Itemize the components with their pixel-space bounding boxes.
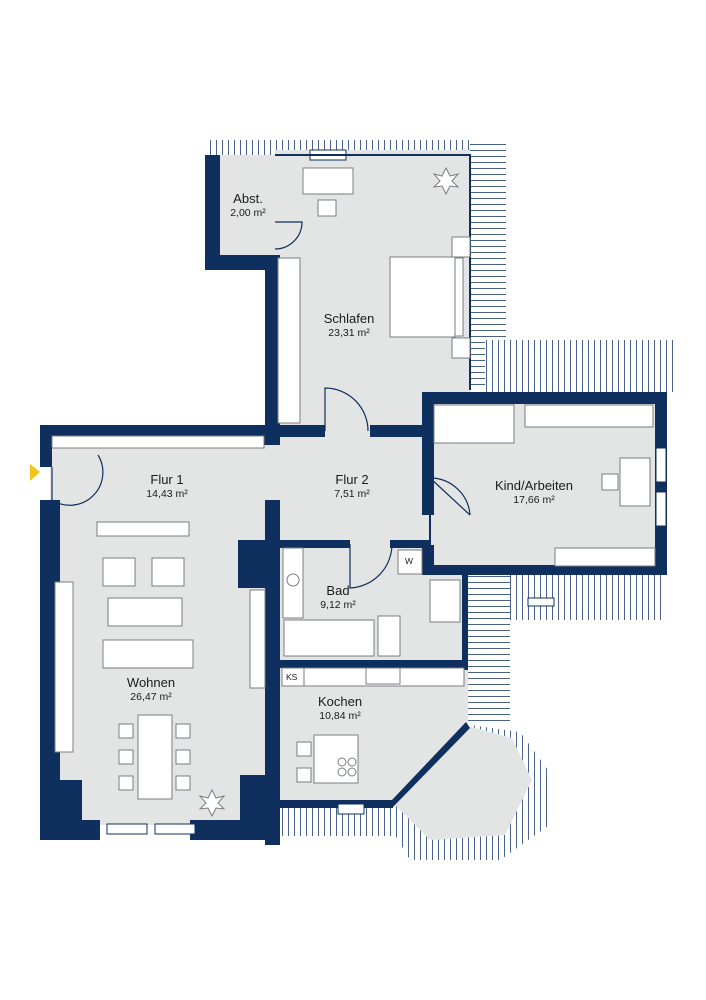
roof-slope-bath-right (462, 575, 510, 725)
room-label-kind: Kind/Arbeiten 17,66 m² (495, 478, 573, 507)
room-label-flur2: Flur 2 7,51 m² (334, 472, 370, 501)
furniture (51, 167, 656, 800)
room-label-flur1: Flur 1 14,43 m² (146, 472, 187, 501)
sink (286, 573, 300, 587)
roof-slope-kind-bottom (485, 568, 665, 620)
room-label-schlafen: Schlafen 23,31 m² (324, 311, 375, 340)
room-label-bad: Bad 9,12 m² (320, 583, 356, 612)
room-name: Flur 2 (335, 472, 369, 487)
sideboard-flur1 (51, 435, 265, 449)
floor-bay (395, 725, 532, 840)
room-label-kochen: Kochen 10,84 m² (318, 694, 362, 723)
bed-kind (433, 404, 515, 444)
wall-shelf-wohnen (54, 581, 74, 753)
roof-slope-kind-top (485, 340, 675, 392)
tv-bench (249, 589, 266, 689)
bathtub (283, 619, 375, 657)
room-label-wohnen: Wohnen 26,47 m² (127, 675, 175, 704)
room-area: 2,00 m² (230, 207, 266, 220)
washer-tag: W (405, 556, 414, 566)
sofa (102, 639, 194, 669)
room-area: 14,43 m² (146, 488, 188, 501)
room-area: 9,12 m² (320, 599, 356, 612)
floor-abstell (220, 155, 275, 255)
doors (51, 221, 471, 589)
entrance-arrow-icon (30, 464, 40, 481)
kitchen-sink (365, 667, 401, 685)
dining-chairs (118, 723, 191, 791)
chair-schlafen (317, 199, 337, 217)
chair-kind (601, 473, 619, 491)
door-schlafen (324, 387, 369, 432)
room-area: 17,66 m² (513, 494, 555, 507)
room-name: Bad (326, 583, 350, 598)
door-bad (349, 543, 393, 589)
door-abstell (274, 221, 303, 250)
room-area: 23,31 m² (328, 327, 370, 340)
coffee-table (107, 597, 183, 627)
room-name: Kind/Arbeiten (494, 478, 574, 493)
floor-areas (50, 150, 655, 840)
room-area: 7,51 m² (334, 488, 370, 501)
plant-icon (432, 166, 460, 196)
shower (429, 579, 461, 623)
fridge-tag: KS (286, 672, 298, 682)
washer-box (397, 549, 423, 575)
dining-table (137, 714, 173, 800)
shelf-kind (554, 547, 656, 567)
room-label-abstell: Abst. 2,00 m² (230, 191, 266, 220)
door-kind (429, 477, 471, 516)
room-name: Wohnen (126, 675, 176, 690)
armchair-left (102, 557, 136, 587)
plant-icon (198, 788, 226, 818)
room-area: 10,84 m² (319, 710, 361, 723)
wardrobe-schlafen (277, 257, 301, 424)
wardrobe-kind (524, 404, 654, 428)
room-name: Abst. (233, 191, 263, 206)
desk-kind (619, 457, 651, 507)
room-area: 26,47 m² (130, 691, 172, 704)
room-name: Flur 1 (150, 472, 184, 487)
bed (389, 256, 456, 338)
room-edges (275, 154, 471, 545)
room-name: Schlafen (323, 311, 375, 326)
shelf-wohnen (96, 521, 190, 537)
room-name: Kochen (317, 694, 363, 709)
desk-schlafen (302, 167, 354, 195)
armchair-right (151, 557, 185, 587)
toilet (377, 615, 401, 657)
door-entrance (51, 454, 104, 506)
floor-flur2 (275, 430, 435, 545)
walls (40, 155, 667, 845)
